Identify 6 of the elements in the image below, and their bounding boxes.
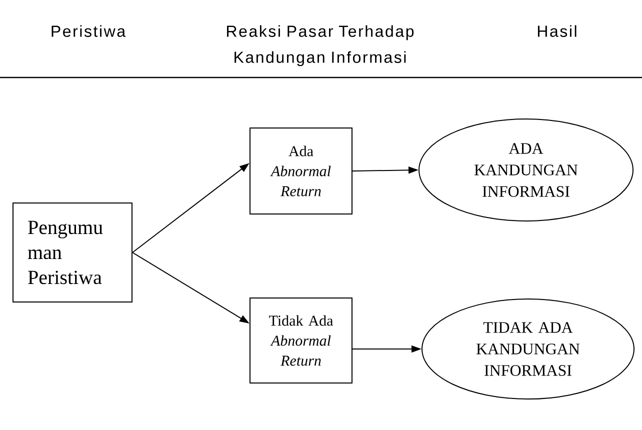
process-box: Ada Abnormal Return	[250, 128, 352, 214]
process-box: Tidak Ada Abnormal Return	[250, 298, 352, 384]
column-heading: Peristiwa	[52, 25, 126, 37]
column-heading: Reaksi Pasar Terhadap Kandungan Informasi	[227, 25, 414, 66]
column-heading: Hasil	[538, 25, 576, 37]
process-box: Pengumu man Peristiwa	[12, 202, 132, 302]
